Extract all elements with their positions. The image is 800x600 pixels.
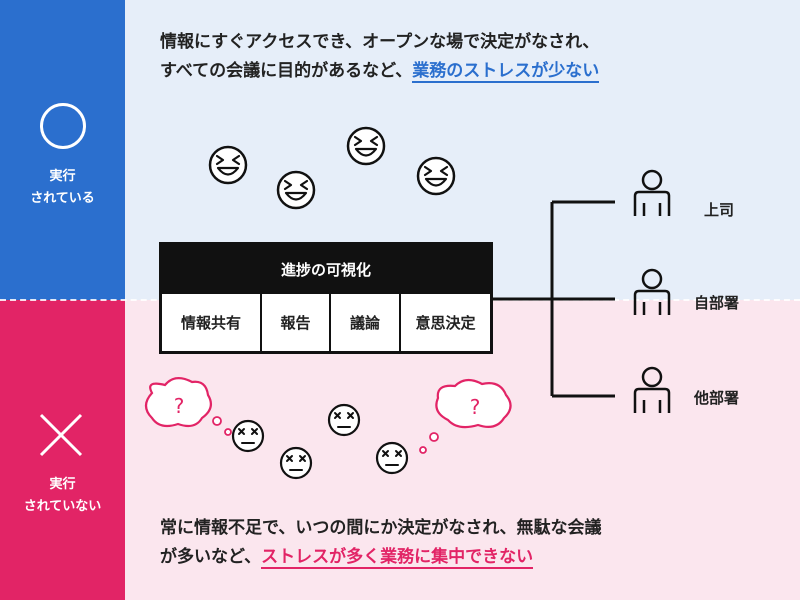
top-side-panel xyxy=(0,0,125,300)
happy-face-icon xyxy=(208,145,248,185)
visualization-items: 情報共有 報告 議論 意思決定 xyxy=(162,294,490,351)
viz-item-info-sharing: 情報共有 xyxy=(162,294,262,351)
top-side-label: 実行 されている xyxy=(0,166,125,210)
bottom-copy-highlight: ストレスが多く業務に集中できない xyxy=(261,547,534,569)
bottom-copy-line2: が多いなど、ストレスが多く業務に集中できない xyxy=(160,543,602,572)
bottom-copy-line1: 常に情報不足で、いつの間にか決定がなされ、無駄な会議 xyxy=(160,518,602,538)
bottom-side-panel xyxy=(0,300,125,600)
bottom-label-line2: されていない xyxy=(23,499,102,514)
person-label-boss: 上司 xyxy=(704,201,735,219)
dizzy-face-icon xyxy=(231,419,265,453)
top-copy-line1: 情報にすぐアクセスでき、オープンな場で決定がなされ、 xyxy=(160,32,600,52)
person-label-own-dept: 自部署 xyxy=(694,294,740,312)
person-icon xyxy=(633,268,671,317)
cross-icon xyxy=(39,413,83,457)
bottom-label-line1: 実行 xyxy=(49,477,76,492)
connector-lines xyxy=(493,200,615,398)
bottom-copy: 常に情報不足で、いつの間にか決定がなされ、無駄な会議 が多いなど、ストレスが多く… xyxy=(160,514,602,572)
top-label-line2: されている xyxy=(30,191,95,206)
viz-item-report: 報告 xyxy=(262,294,331,351)
visualization-table: 進捗の可視化 情報共有 報告 議論 意思決定 xyxy=(159,242,493,354)
top-copy-highlight: 業務のストレスが少ない xyxy=(412,61,600,83)
viz-item-discussion: 議論 xyxy=(331,294,401,351)
bottom-side-label: 実行 されていない xyxy=(0,474,125,518)
person-label-other-dept: 他部署 xyxy=(694,389,740,407)
top-label-line1: 実行 xyxy=(49,169,76,184)
person-icon xyxy=(633,366,671,415)
viz-item-decision: 意思決定 xyxy=(415,314,476,332)
dizzy-face-icon xyxy=(327,403,361,437)
top-copy-line2-prefix: すべての会議に目的があるなど、 xyxy=(160,61,413,81)
visualization-title: 進捗の可視化 xyxy=(162,245,490,294)
top-copy-line2: すべての会議に目的があるなど、業務のストレスが少ない xyxy=(160,57,600,86)
question-mark-icon: ? xyxy=(470,395,481,419)
thought-bubble-right: ? xyxy=(419,378,512,454)
question-mark-icon: ? xyxy=(174,394,185,418)
bottom-copy-line2-prefix: が多いなど、 xyxy=(160,547,262,567)
top-copy: 情報にすぐアクセスでき、オープンな場で決定がなされ、 すべての会議に目的があるな… xyxy=(160,28,600,86)
circle-icon xyxy=(40,103,86,149)
happy-face-icon xyxy=(346,126,386,166)
thought-bubble-left: ? xyxy=(144,377,232,436)
happy-face-icon xyxy=(416,156,456,196)
happy-face-icon xyxy=(276,170,316,210)
dizzy-face-icon xyxy=(375,441,409,475)
person-icon xyxy=(633,169,671,218)
dizzy-face-icon xyxy=(279,446,313,480)
